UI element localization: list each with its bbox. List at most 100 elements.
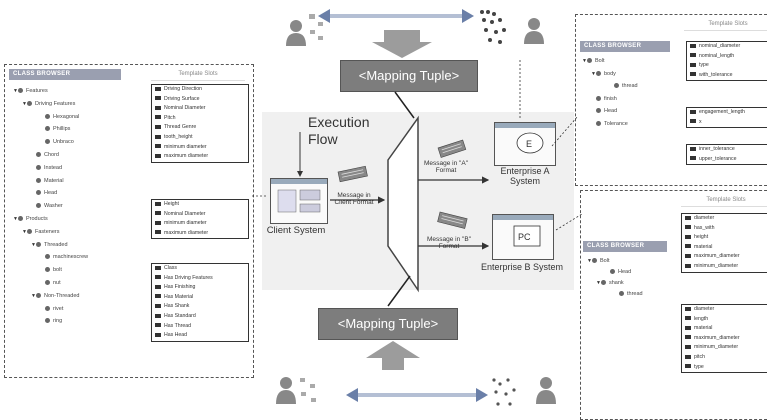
tree-node[interactable]: Head	[591, 107, 617, 116]
tree-node[interactable]: ▼ Features	[13, 87, 48, 96]
template-slot[interactable]: Driving Direction	[152, 85, 248, 95]
template-slot[interactable]: material	[682, 324, 767, 334]
class-node-icon	[36, 190, 41, 196]
expand-toggle-icon[interactable]: ▼	[22, 228, 27, 235]
expand-toggle-icon[interactable]: ▼	[591, 70, 596, 77]
bottom-right-data-glyphs	[492, 378, 516, 406]
expand-toggle-icon[interactable]: ▼	[13, 88, 18, 94]
tree-node[interactable]: thread	[614, 290, 643, 299]
tree-node[interactable]: ▼Threaded	[31, 241, 68, 250]
template-slot[interactable]: minimum_diameter	[682, 262, 767, 272]
template-slot[interactable]: engagement_length	[687, 108, 767, 118]
template-slot[interactable]: Nominal Diameter	[152, 104, 248, 114]
template-slot[interactable]: with_tolerance	[687, 71, 767, 81]
template-slot[interactable]: Pitch	[152, 114, 248, 124]
expand-toggle-icon[interactable]: ▼	[587, 258, 592, 264]
tree-node[interactable]: Phillips	[40, 125, 70, 134]
template-slot[interactable]: Has Standard	[152, 312, 248, 322]
tree-node[interactable]: rivet	[40, 305, 63, 314]
template-slot[interactable]: pitch	[682, 353, 767, 363]
template-slot[interactable]: maximum_diameter	[682, 334, 767, 344]
tree-node[interactable]: Hexagonal	[40, 113, 79, 122]
template-slot[interactable]: nominal_length	[687, 52, 767, 62]
template-slot[interactable]: nominal_diameter	[687, 42, 767, 52]
template-slot[interactable]: minimum diameter	[152, 219, 248, 229]
template-slot[interactable]: Has Thread	[152, 322, 248, 332]
template-slot[interactable]: Has Material	[152, 293, 248, 303]
down-block-arrow	[372, 30, 432, 58]
template-slot[interactable]: Class	[152, 264, 248, 274]
template-slot[interactable]: Height	[152, 200, 248, 210]
tree-node[interactable]: Material	[31, 177, 64, 186]
tree-node-label: Features	[26, 88, 48, 94]
tree-node-label: Hexagonal	[53, 113, 80, 120]
tree-node[interactable]: Head	[31, 189, 57, 198]
template-slot[interactable]: height	[682, 233, 767, 243]
slot-type-icon	[155, 265, 161, 270]
tree-node[interactable]: ▼shank	[596, 279, 624, 288]
expand-toggle-icon[interactable]: ▼	[31, 292, 36, 299]
tree-node[interactable]: ▼Fasteners	[22, 228, 59, 237]
template-slot[interactable]: inner_tolerance	[687, 145, 767, 155]
tree-node[interactable]: Tolerance	[591, 120, 628, 129]
template-slot[interactable]: Driving Surface	[152, 95, 248, 105]
template-slot[interactable]: diameter	[682, 305, 767, 315]
slot-type-icon	[690, 119, 696, 124]
slot-label: Height	[164, 201, 179, 207]
class-node-icon	[596, 120, 601, 126]
expand-toggle-icon[interactable]: ▼	[31, 241, 36, 248]
slot-type-icon	[155, 144, 161, 149]
template-slot[interactable]: minimum diameter	[152, 143, 248, 153]
template-slot[interactable]: type	[687, 61, 767, 71]
tree-node[interactable]: ▼Bolt	[582, 57, 604, 66]
tree-node-label: Bolt	[600, 258, 610, 264]
client-format-message-label: Message in Client Format	[334, 192, 374, 206]
tree-node[interactable]: thread	[609, 82, 638, 91]
template-slot[interactable]: minimum_diameter	[682, 343, 767, 353]
template-slot[interactable]: material	[682, 243, 767, 253]
expand-toggle-icon[interactable]: ▼	[596, 280, 601, 286]
tree-node[interactable]: ring	[40, 317, 62, 326]
slot-type-icon	[690, 72, 696, 77]
template-slot[interactable]: has_with	[682, 224, 767, 234]
tree-node[interactable]: bolt	[40, 266, 62, 275]
tree-node[interactable]: nut	[40, 279, 61, 288]
tree-node[interactable]: Chord	[31, 151, 59, 160]
template-slot[interactable]: Nominal Diameter	[152, 210, 248, 220]
tree-node[interactable]: ▼body	[591, 70, 616, 79]
template-slot[interactable]: diameter	[682, 214, 767, 224]
template-slot[interactable]: Has Finishing	[152, 283, 248, 293]
template-slot[interactable]: upper_tolerance	[687, 155, 767, 165]
template-slot[interactable]: length	[682, 315, 767, 325]
tree-node[interactable]: ▼Non-Threaded	[31, 292, 79, 301]
tree-node[interactable]: Head	[605, 268, 631, 277]
tree-node[interactable]: Unbraco	[40, 138, 74, 147]
tree-node-label: Tolerance	[604, 120, 628, 127]
template-slot[interactable]: x	[687, 118, 767, 128]
template-slot[interactable]: Has Head	[152, 331, 248, 341]
template-slot[interactable]: type	[682, 363, 767, 373]
tree-node[interactable]: ▼Products	[13, 215, 48, 224]
slot-type-icon	[685, 244, 691, 249]
expand-toggle-icon[interactable]: ▼	[22, 100, 27, 107]
template-slot[interactable]: Has Shank	[152, 302, 248, 312]
template-slot[interactable]: maximum diameter	[152, 229, 248, 239]
tree-node[interactable]: machinescrew	[40, 253, 88, 262]
tree-node[interactable]: finish	[591, 95, 617, 104]
template-slot[interactable]: Has Driving Features	[152, 274, 248, 284]
slot-type-icon	[155, 323, 161, 328]
expand-toggle-icon[interactable]: ▼	[13, 216, 18, 222]
expand-toggle-icon[interactable]: ▼	[582, 58, 587, 64]
template-slot[interactable]: tooth_height	[152, 133, 248, 143]
tree-node[interactable]: Washer	[31, 202, 63, 211]
tree-node[interactable]: ▼Driving Features	[22, 100, 75, 109]
template-slot[interactable]: maximum_diameter	[682, 252, 767, 262]
tree-node[interactable]: Instead	[31, 164, 62, 173]
tree-node[interactable]: ▼ Bolt	[587, 257, 609, 266]
slot-type-icon	[685, 306, 691, 311]
class-node-icon	[18, 88, 23, 94]
class-node-icon	[36, 164, 41, 170]
template-slot[interactable]: maximum diameter	[152, 152, 248, 162]
template-slot[interactable]: Thread Genre	[152, 123, 248, 133]
